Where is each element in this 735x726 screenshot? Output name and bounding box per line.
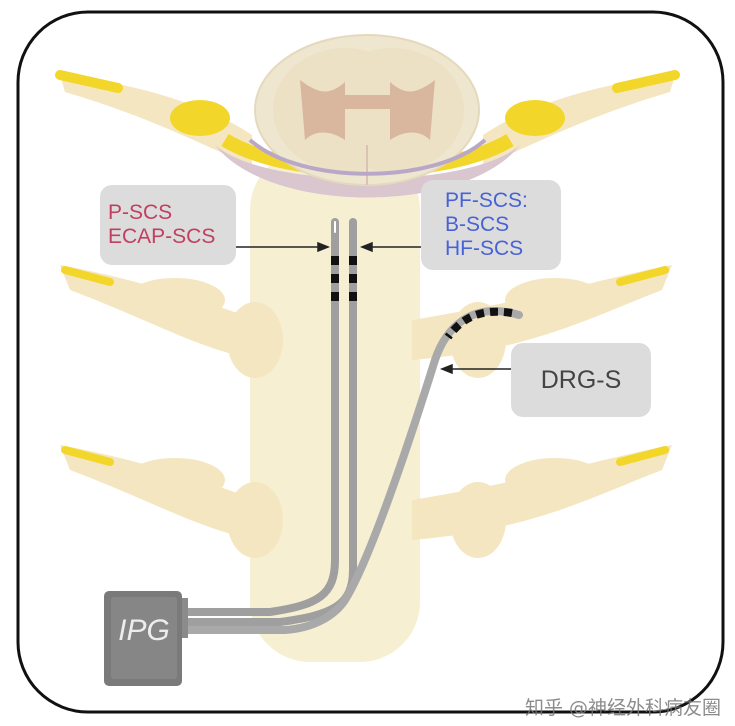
spinal-cross-section [55,34,680,198]
ipg-label: IPG [118,614,170,647]
label-drg-s-text: DRG-S [540,366,622,394]
label-ecap-scs: ECAP-SCS [108,225,216,248]
pointer-arrows [236,241,511,375]
nerve-roots [61,266,669,466]
label-b-scs: B-SCS [445,213,510,236]
leads [179,218,523,634]
label-drg-s: DRG-S [511,343,651,417]
label-p-scs: P-SCS [108,201,173,224]
label-p-scs-ecap-scs: P-SCS ECAP-SCS [100,185,236,265]
label-pf-scs: PF-SCS: [445,189,528,212]
label-pf-scs-group: PF-SCS: B-SCS HF-SCS [421,180,561,270]
ipg-device [104,591,188,686]
drg-lead [179,307,523,634]
electrode-contacts [331,256,357,301]
watermark-text: 知乎 @神经外科病友圈 [524,697,721,719]
epidural-lead-left [179,218,339,616]
label-hf-scs: HF-SCS [445,237,524,260]
